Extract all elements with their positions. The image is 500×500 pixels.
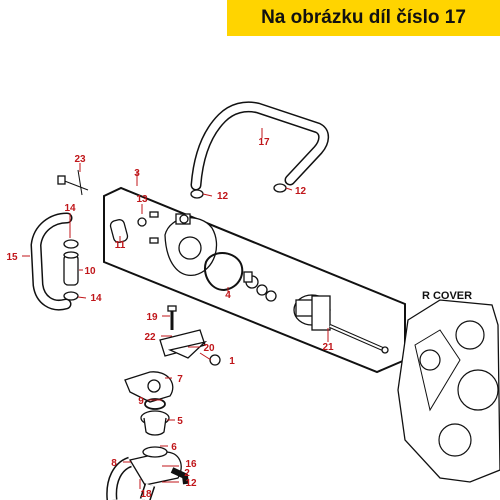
callout-6: 6 — [171, 442, 177, 453]
bolt-19[interactable] — [167, 305, 177, 330]
callout-12-right: 12 — [295, 186, 307, 197]
callout-9: 9 — [138, 396, 144, 407]
callout-17: 17 — [258, 137, 270, 148]
clamp-14-top[interactable] — [63, 239, 79, 249]
shaft-21[interactable] — [329, 324, 389, 354]
title-banner: Na obrázku díl číslo 17 — [227, 0, 500, 36]
banner-text: Na obrázku díl číslo 17 — [261, 7, 466, 28]
seal-stack[interactable] — [243, 271, 277, 302]
callout-19: 19 — [146, 312, 158, 323]
callout-7: 7 — [177, 374, 183, 385]
callout-2: 2 — [184, 468, 190, 479]
gasket-4[interactable] — [204, 252, 244, 292]
bolt-23[interactable] — [57, 169, 89, 196]
callout-8: 8 — [111, 458, 117, 469]
callout-13: 13 — [136, 194, 148, 205]
r-cover-label: R COVER — [422, 290, 472, 302]
hose-18[interactable] — [139, 483, 156, 500]
callout-12-bottom: 12 — [185, 478, 197, 489]
hose-2[interactable] — [170, 467, 189, 485]
callout-5: 5 — [177, 416, 183, 427]
callout-23: 23 — [74, 154, 86, 165]
nut-1[interactable] — [209, 354, 221, 366]
leader-lines — [22, 128, 329, 489]
clip-13[interactable] — [137, 211, 159, 244]
hose-8[interactable] — [106, 456, 133, 500]
callout-16: 16 — [185, 459, 197, 470]
o-ring-9[interactable] — [144, 398, 166, 410]
hose-15[interactable] — [30, 212, 73, 311]
pipe-10[interactable] — [63, 251, 79, 286]
callout-11: 11 — [115, 240, 126, 251]
hose-17[interactable] — [190, 101, 330, 191]
callout-21: 21 — [322, 342, 334, 353]
bracket-20[interactable] — [167, 340, 208, 359]
callout-1: 1 — [229, 356, 235, 367]
clamp-14-bottom[interactable] — [63, 291, 79, 301]
callout-22: 22 — [144, 332, 156, 343]
callout-18: 18 — [140, 489, 152, 500]
callout-20: 20 — [203, 343, 215, 354]
housing-6[interactable] — [128, 446, 182, 486]
callout-14-top: 14 — [64, 203, 76, 214]
callout-10: 10 — [84, 266, 96, 277]
impeller-housing[interactable] — [293, 294, 331, 331]
callout-15: 15 — [6, 252, 18, 263]
callout-14-bottom: 14 — [90, 293, 102, 304]
clamp-12-right[interactable] — [273, 183, 287, 193]
pump-cover[interactable] — [164, 213, 218, 276]
callout-3: 3 — [134, 168, 140, 179]
cover-7[interactable] — [124, 371, 174, 403]
callout-12-top: 12 — [217, 191, 229, 202]
callout-4: 4 — [225, 290, 231, 301]
clamp-12-left[interactable] — [190, 189, 204, 199]
thermostat-5[interactable] — [140, 410, 170, 436]
r-cover[interactable] — [397, 299, 500, 483]
sleeve-11[interactable] — [109, 219, 129, 244]
